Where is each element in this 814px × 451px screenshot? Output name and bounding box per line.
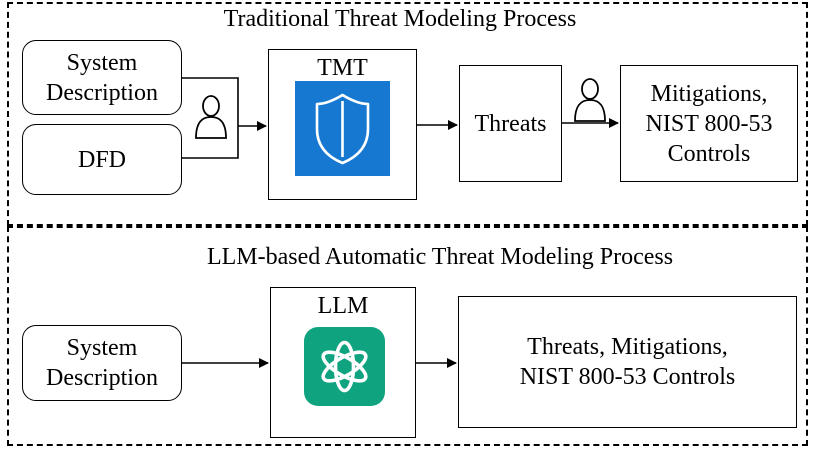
dfd-box: DFD [22, 124, 182, 195]
traditional-section-title: Traditional Threat Modeling Process [223, 6, 577, 32]
person-icon [574, 78, 606, 122]
system-description-box: System Description [22, 40, 182, 115]
llm-label: LLM [317, 293, 369, 319]
person-icon [195, 95, 227, 139]
traditional-section [7, 2, 808, 226]
sysdesc-connector [182, 77, 239, 126]
llm-box: LLM [270, 287, 416, 438]
llm-section [7, 226, 808, 446]
llm-section-title: LLM-based Automatic Threat Modeling Proc… [206, 244, 674, 270]
threats-box: Threats [459, 65, 562, 182]
dfd-connector [182, 126, 239, 159]
tmt-label: TMT [317, 55, 368, 81]
openai-logo-icon [304, 327, 385, 406]
llm-output-box: Threats, Mitigations, NIST 800-53 Contro… [458, 296, 797, 428]
llm-system-description-box: System Description [22, 325, 182, 401]
shield-icon [295, 81, 390, 176]
mitigations-box: Mitigations, NIST 800-53 Controls [620, 65, 798, 182]
